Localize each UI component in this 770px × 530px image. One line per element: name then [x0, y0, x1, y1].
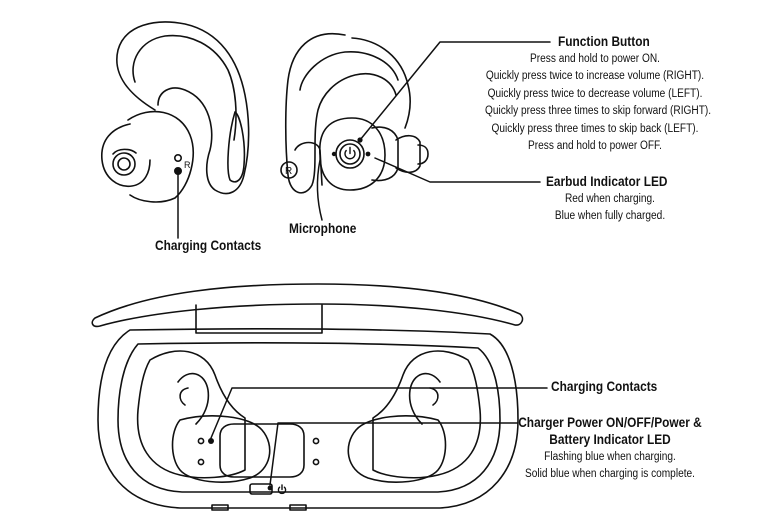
indicator-led-line: Blue when fully charged. — [554, 210, 666, 223]
leader-lines — [177, 41, 551, 486]
charger-power-line: Flashing blue when charging. — [544, 451, 676, 463]
charger-power-description: Flashing blue when charging. Solid blue … — [513, 449, 707, 484]
case-led-dot — [267, 485, 273, 491]
function-button-dot — [357, 137, 363, 143]
left-earbud — [101, 21, 250, 203]
indicator-led-line: Red when charging. — [564, 193, 656, 205]
charger-power-title-line1: Charger Power ON/OFF/Power & — [518, 415, 702, 430]
function-button-line: Press and hold to power OFF. — [528, 140, 662, 153]
function-button-title: Function Button — [558, 34, 650, 49]
case-contact-dot — [208, 438, 214, 444]
led-dot — [365, 151, 371, 157]
microphone-hole — [331, 151, 337, 157]
left-charging-contact-dot — [175, 168, 181, 174]
function-button-line: Quickly press twice to increase volume (… — [485, 70, 705, 83]
earbud-charging-contacts-label: Charging Contacts — [155, 238, 262, 253]
function-button-line: Quickly press twice to decrease volume (… — [487, 87, 703, 100]
charging-case — [91, 283, 524, 511]
case-power-icon — [277, 484, 287, 495]
indicator-led-description: Red when charging. Blue when fully charg… — [540, 191, 681, 226]
function-button-line: Quickly press three times to skip back (… — [491, 122, 699, 135]
function-button-line: Press and hold to power ON. — [530, 53, 660, 65]
charger-power-line: Solid blue when charging is complete. — [525, 468, 695, 481]
function-button-description: Press and hold to power ON. Quickly pres… — [485, 51, 712, 155]
power-icon — [344, 146, 356, 160]
right-r-marking: R — [285, 166, 292, 177]
charger-power-title-line2: Battery Indicator LED — [549, 432, 671, 447]
function-button-line: Quickly press three times to skip forwar… — [485, 105, 712, 118]
case-charging-contacts-label: Charging Contacts — [551, 379, 658, 394]
indicator-led-title: Earbud Indicator LED — [546, 174, 668, 189]
microphone-label: Microphone — [289, 221, 357, 236]
right-earbud — [280, 32, 429, 194]
left-r-marking: R — [184, 160, 191, 170]
